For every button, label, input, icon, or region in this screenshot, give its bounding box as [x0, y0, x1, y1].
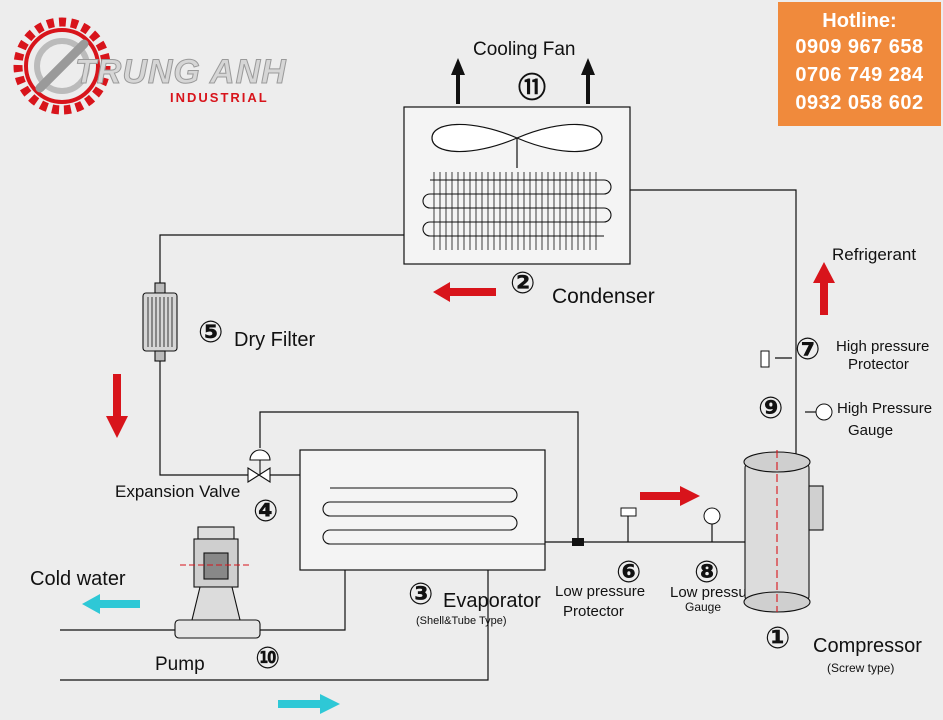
- dry-filter: [142, 282, 178, 362]
- low-pressure-gauge-icon: [703, 507, 721, 525]
- condenser-label: Condenser: [552, 285, 655, 308]
- right-arrow-icon: [640, 486, 700, 506]
- compressor-label: Compressor: [813, 635, 922, 657]
- dry-filter-label: Dry Filter: [234, 329, 315, 351]
- right-arrow-icon: [278, 694, 340, 714]
- hotline-phone[interactable]: 0932 058 602: [795, 92, 924, 114]
- evaporator-sub: (Shell&Tube Type): [416, 615, 507, 627]
- evaporator-number: ③: [408, 577, 433, 612]
- up-arrow-icon: [813, 262, 835, 315]
- high-pressure-gauge-number: ⑨: [758, 391, 783, 426]
- hotline-title: Hotline:: [822, 10, 897, 32]
- high-pressure-gauge-line1: High Pressure: [837, 400, 932, 417]
- logo-sub: INDUSTRIAL: [170, 90, 269, 105]
- hotline-box: Hotline: 0909 967 658 0706 749 284 0932 …: [778, 2, 941, 126]
- low-pressure-protector-number: ⑥: [616, 555, 641, 590]
- dry-filter-number: ⑤: [198, 315, 223, 350]
- compressor-unit: [743, 450, 824, 613]
- condenser-coil: [422, 172, 612, 250]
- low-pressure-gauge-number: ⑧: [694, 555, 719, 590]
- up-arrow-icon: [451, 58, 465, 104]
- high-pressure-gauge-icon: [815, 403, 833, 421]
- up-arrow-icon: [581, 58, 595, 104]
- high-pressure-protector-icon: [760, 350, 770, 368]
- expansion-valve-label: Expansion Valve: [115, 482, 240, 501]
- evaporator-label: Evaporator: [443, 590, 541, 612]
- condenser-unit: [403, 106, 631, 265]
- compressor-number: ①: [765, 621, 790, 656]
- pump-number: ⑩: [255, 641, 280, 676]
- expansion-valve-number: ④: [253, 494, 278, 529]
- expansion-valve: [247, 449, 271, 484]
- compressor-sub: (Screw type): [827, 661, 894, 675]
- high-pressure-protector-number: ⑦: [795, 332, 820, 367]
- left-arrow-icon: [433, 282, 496, 302]
- condenser-number: ②: [510, 266, 535, 301]
- company-logo: TRUNG ANH INDUSTRIAL: [13, 17, 287, 115]
- low-pressure-protector-line2: Protector: [563, 603, 624, 620]
- high-pressure-protector-line1: High pressure: [836, 338, 929, 355]
- refrigerant-label: Refrigerant: [832, 245, 916, 264]
- pump-label: Pump: [155, 654, 205, 675]
- high-pressure-protector-line2: Protector: [848, 356, 909, 373]
- low-pressure-protector-icon: [620, 507, 637, 517]
- low-pressure-protector-line1: Low pressure: [555, 583, 645, 600]
- gear-icon: [13, 17, 111, 115]
- left-arrow-icon: [82, 594, 140, 614]
- cooling-fan-number: ⑪: [518, 71, 546, 104]
- fan-exhaust-arrows: [451, 58, 595, 104]
- down-arrow-icon: [106, 374, 128, 438]
- pump-unit: [174, 526, 261, 639]
- cold-water-label: Cold water: [30, 568, 126, 590]
- low-pressure-gauge-line2: Gauge: [685, 600, 721, 614]
- low-pressure-gauge-line1: Low pressure: [670, 584, 760, 601]
- cooling-fan-label: Cooling Fan: [473, 39, 575, 60]
- logo-brand: TRUNG ANH: [75, 53, 287, 91]
- fan-icon: [431, 123, 603, 168]
- hotline-phone[interactable]: 0909 967 658: [795, 36, 924, 58]
- evaporator-unit: [299, 449, 584, 571]
- high-pressure-gauge-line2: Gauge: [848, 422, 893, 439]
- hotline-phone[interactable]: 0706 749 284: [795, 64, 924, 86]
